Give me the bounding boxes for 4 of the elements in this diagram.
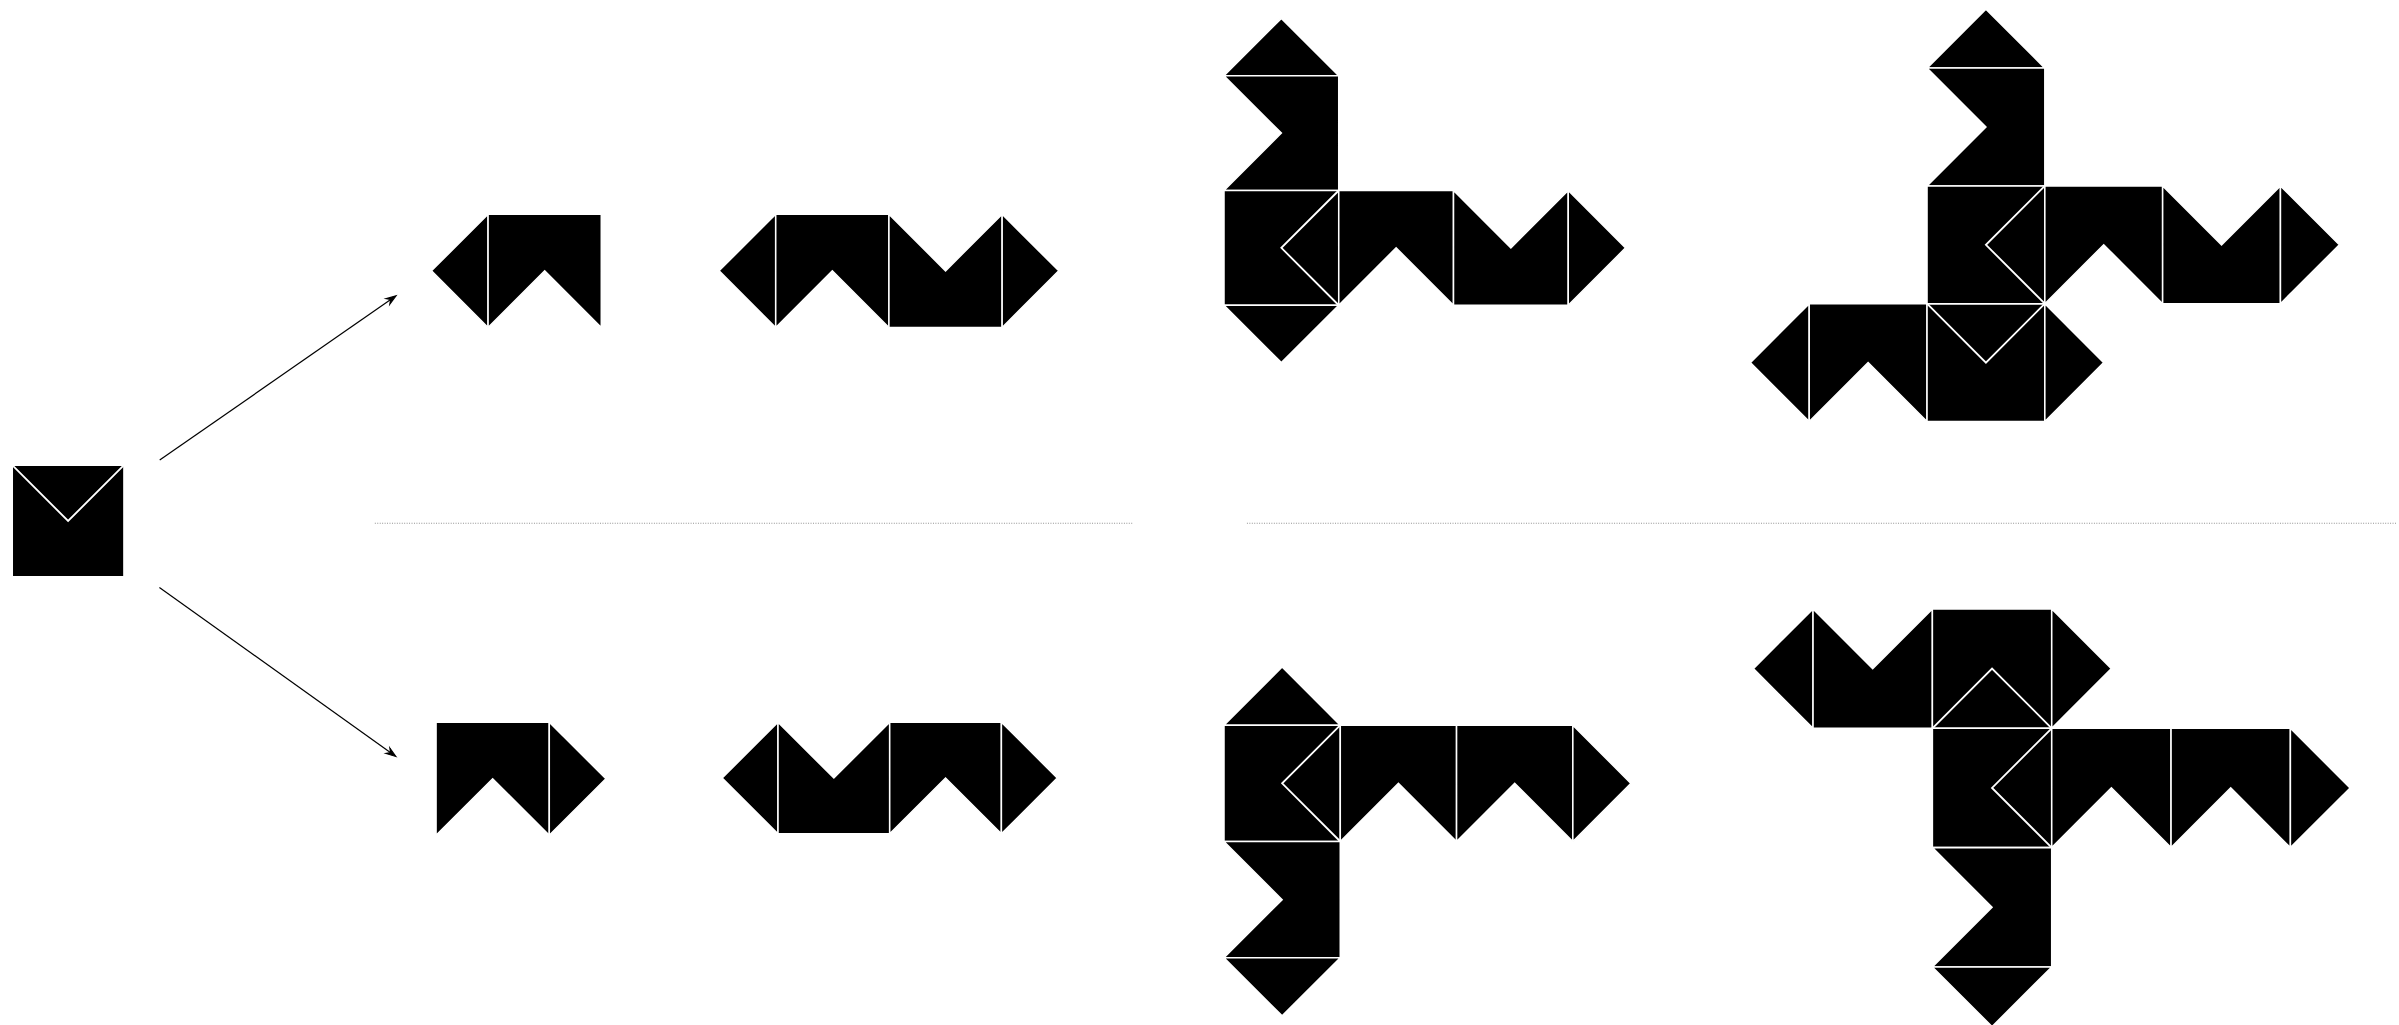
tile-figure-drawing [11,464,125,578]
tile-figure-drawing [1222,17,1627,364]
tile-figure-drawing [718,212,1060,330]
tile-figure-drawing [1749,8,2341,424]
